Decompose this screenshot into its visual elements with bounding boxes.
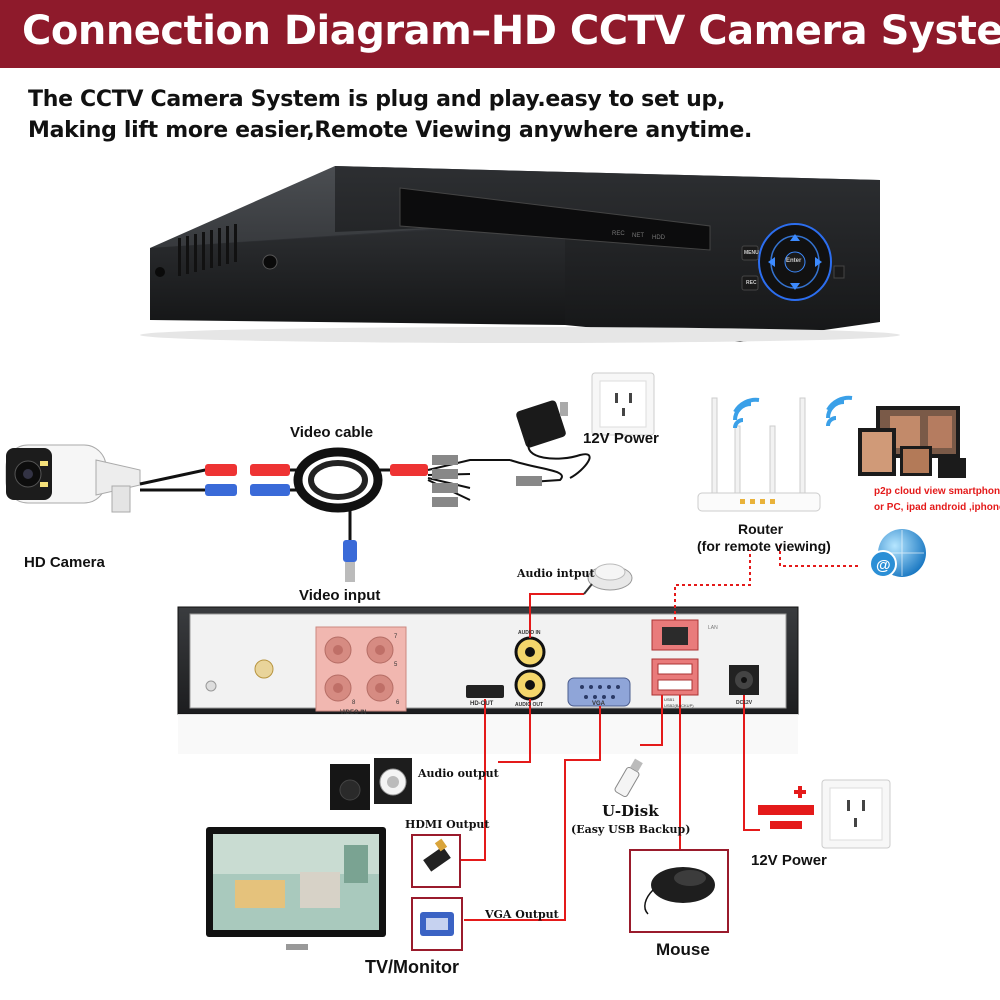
rear-audio-in: AUDIO IN (518, 630, 541, 636)
label-video-cable: Video cable (290, 424, 374, 441)
rear-video-in: VIDEO IN (340, 710, 367, 716)
dvr-display-window (399, 187, 711, 251)
label-router: Router (738, 521, 784, 537)
label-udisk: U-Disk (602, 802, 659, 820)
rec-button: REC (746, 280, 757, 286)
indicator-hdd: HDD (652, 235, 665, 241)
wall-socket-top (591, 372, 655, 436)
rear-hd-out: HD-OUT (470, 701, 494, 707)
intro-line-1: The CCTV Camera System is plug and play.… (28, 87, 726, 112)
label-hdmi-output: HDMI Output (405, 818, 490, 831)
rear-ch-5: 5 (394, 662, 398, 668)
title-banner: Connection Diagram–HD CCTV Camera System (0, 0, 1000, 68)
bullet-camera (5, 444, 141, 513)
power-adapter (516, 400, 591, 479)
label-router-sub: (for remote viewing) (697, 538, 831, 554)
speakers (330, 758, 412, 810)
intro-line-2: Making lift more easier,Remote Viewing a… (28, 118, 753, 143)
rear-usb2: USB2(BACKUP) (664, 703, 694, 708)
rear-audio-out: AUDIO OUT (515, 702, 544, 708)
label-hd-camera: HD Camera (24, 554, 105, 571)
enter-button: Enter (786, 258, 802, 264)
label-power-top: 12V Power (583, 430, 659, 447)
label-vga-output: VGA Output (485, 908, 559, 921)
menu-button: MENU (744, 250, 759, 256)
indicator-rec: REC (612, 231, 625, 237)
rear-vga: VGA (592, 701, 606, 707)
usb-mouse (629, 849, 729, 933)
dvr-front (140, 166, 900, 343)
internet-globe-icon: @ (869, 529, 926, 578)
indicator-net: NET (632, 233, 644, 239)
rear-ch-8: 8 (352, 700, 356, 706)
devices-collage (858, 406, 966, 478)
rear-ch-6: 6 (396, 700, 400, 706)
rear-dc12v: DC12V (736, 700, 753, 706)
coax-cable (139, 447, 563, 582)
label-p2p-2: or PC, ipad android ,iphone. (874, 502, 1000, 513)
label-tv-monitor: TV/Monitor (365, 957, 459, 977)
router (697, 397, 821, 512)
dc-polarity-icon (758, 786, 814, 829)
svg-text:@: @ (876, 557, 891, 574)
label-mouse: Mouse (656, 940, 710, 959)
microphone (583, 563, 633, 595)
rear-usb1: USB1 (664, 697, 675, 702)
vga-plug (411, 897, 463, 951)
rear-lan: LAN (708, 625, 718, 631)
hdmi-plug (411, 834, 461, 888)
page-title: Connection Diagram–HD CCTV Camera System (22, 8, 1000, 54)
tv-monitor (206, 827, 386, 950)
label-video-input: Video input (299, 587, 381, 604)
wifi-icon (733, 395, 853, 429)
label-udisk-sub: (Easy USB Backup) (571, 823, 691, 836)
label-p2p-1: p2p cloud view smartphone (874, 486, 1000, 497)
label-audio-input: Audio intput (517, 567, 595, 580)
connection-wires (461, 545, 860, 921)
hdmi-port (466, 685, 504, 698)
dvr-side-face (150, 222, 565, 325)
label-power-bottom: 12V Power (751, 852, 827, 869)
rear-ch-7: 7 (394, 634, 398, 640)
label-audio-output: Audio output (418, 767, 499, 780)
wall-socket-bottom (821, 779, 891, 849)
dvr-rear-panel (177, 606, 799, 754)
usb-stick (614, 758, 643, 798)
